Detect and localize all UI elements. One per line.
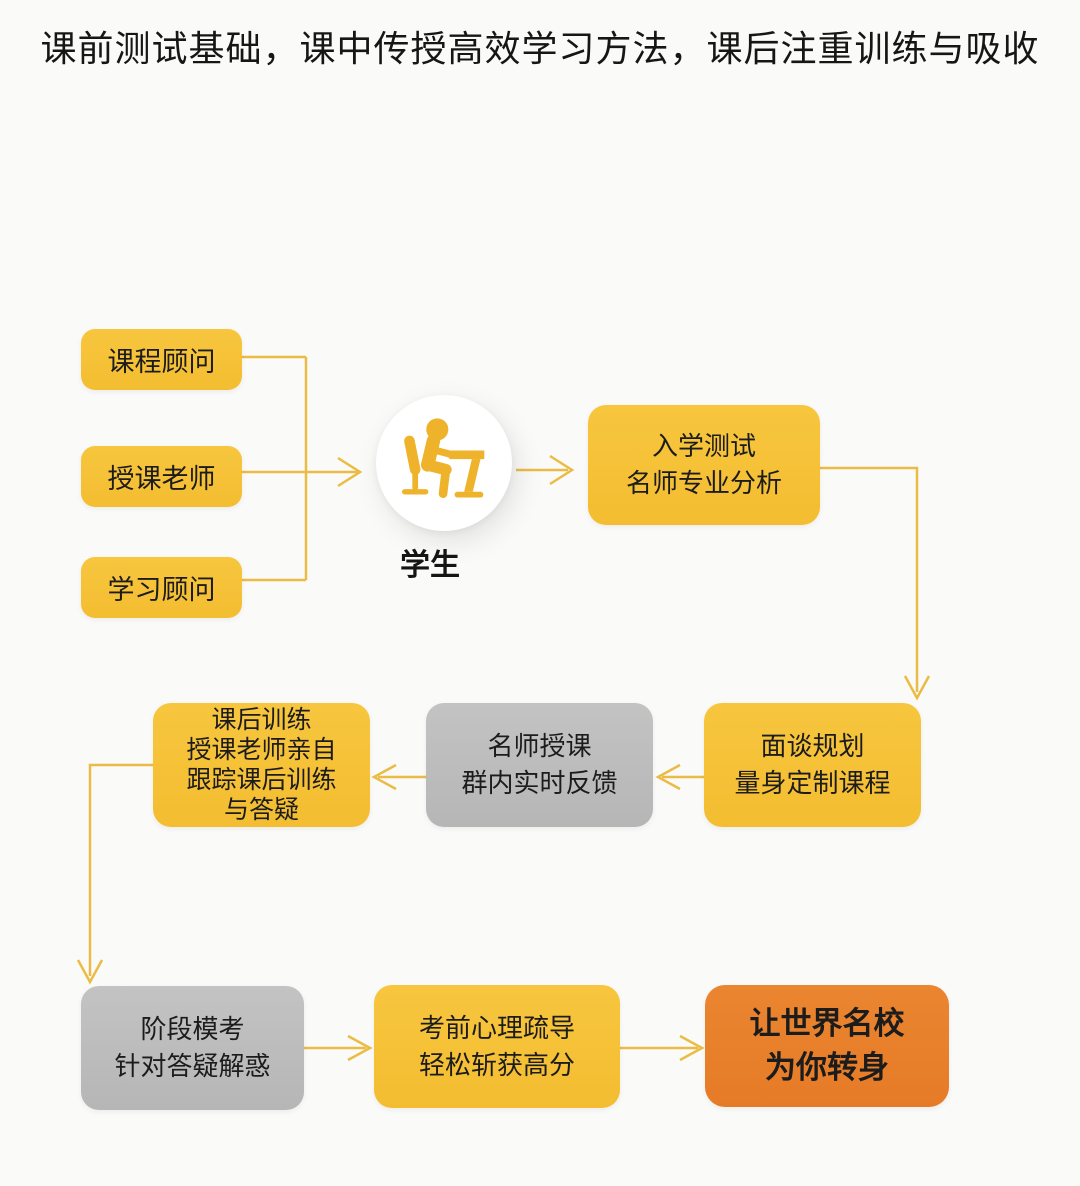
step-after-class-training: 课后训练 授课老师亲自 跟踪课后训练 与答疑 — [153, 703, 370, 827]
step-interview-planning: 面谈规划 量身定制课程 — [704, 703, 921, 827]
step-line: 名师授课 — [487, 731, 592, 761]
step-line: 针对答疑解惑 — [114, 1051, 271, 1081]
step-expert-teaching: 名师授课 群内实时反馈 — [426, 703, 653, 827]
role-box-study-consultant: 学习顾问 — [81, 557, 242, 618]
step-line: 阶段模考 — [140, 1014, 245, 1044]
arrow-student-to-test — [516, 454, 575, 486]
arrow-teaching-to-training — [371, 763, 426, 791]
student-at-desk-icon — [402, 418, 485, 499]
student-label: 学生 — [400, 549, 460, 582]
role-box-course-consultant: 课程顾问 — [81, 329, 242, 390]
page-title: 课前测试基础，课中传授高效学习方法，课后注重训练与吸收 — [40, 28, 1040, 69]
step-line: 面谈规划 — [760, 731, 865, 761]
arrow-test-to-planning — [820, 466, 931, 701]
arrow-planning-to-teaching — [655, 763, 704, 791]
step-pre-exam-counseling: 考前心理疏导 轻松斩获高分 — [374, 985, 620, 1108]
step-line: 与答疑 — [223, 796, 299, 824]
step-stage-mock-exam: 阶段模考 针对答疑解惑 — [81, 986, 304, 1110]
step-line: 课后训练 — [211, 706, 312, 734]
step-line: 跟踪课后训练 — [186, 766, 337, 794]
step-line: 考前心理疏导 — [418, 1012, 575, 1043]
step-line: 名师专业分析 — [625, 468, 782, 498]
step-line: 让世界名校 — [749, 1006, 905, 1041]
step-line: 群内实时反馈 — [461, 768, 618, 798]
step-final-goal: 让世界名校 为你转身 — [705, 985, 949, 1107]
step-line: 为你转身 — [765, 1050, 889, 1085]
arrow-training-to-mock — [76, 763, 153, 985]
role-label: 授课老师 — [107, 464, 216, 494]
arrow-counseling-to-goal — [620, 1034, 705, 1062]
step-line: 量身定制课程 — [734, 768, 891, 798]
arrow-mock-to-counseling — [304, 1034, 373, 1062]
step-line: 入学测试 — [651, 431, 756, 461]
step-entrance-test: 入学测试 名师专业分析 — [588, 405, 820, 525]
step-line: 轻松斩获高分 — [418, 1049, 575, 1080]
student-circle — [376, 395, 512, 531]
role-label: 学习顾问 — [107, 575, 216, 605]
role-box-teacher: 授课老师 — [81, 446, 242, 507]
step-line: 授课老师亲自 — [186, 736, 337, 764]
role-label: 课程顾问 — [107, 347, 216, 377]
